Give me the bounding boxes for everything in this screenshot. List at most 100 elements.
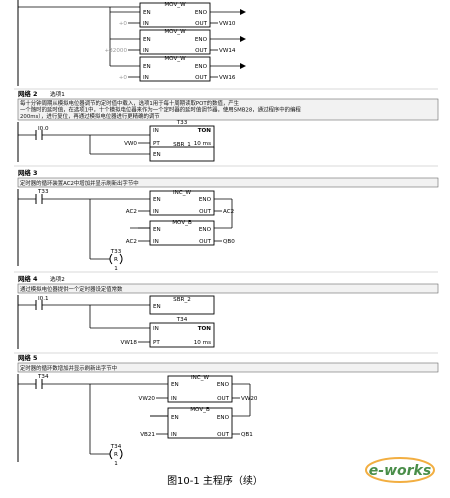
in-pin: IN xyxy=(143,48,149,54)
box-title: MOV_W xyxy=(164,2,186,8)
en-pin: EN xyxy=(153,197,161,203)
network-label: 网络 4 xyxy=(18,274,38,283)
contact-address: T34 xyxy=(37,374,49,380)
sbr-en-pin: EN xyxy=(153,152,161,158)
box-title: MOV_W xyxy=(164,29,186,35)
comment-line-1: 每十分钟周期从模拟电位器调节的定时值中载入，选项1用于每十周期读取POT的数值，… xyxy=(20,99,240,107)
in-pin: IN xyxy=(171,396,177,402)
coil-address: T34 xyxy=(110,444,122,450)
reset-coil[interactable]: T33 R 1 xyxy=(90,249,123,272)
out-value: QB0 xyxy=(223,239,235,245)
reset-coil[interactable]: T34 R 1 xyxy=(90,444,123,467)
eno-pin: ENO xyxy=(199,227,212,233)
timer-resolution: 10 ms xyxy=(194,141,211,147)
in-value: +0 xyxy=(119,21,128,27)
network-label: 网络 5 xyxy=(18,353,37,362)
mov-w-box-2[interactable]: MOV_W EN ENO IN OUT +32000 VW14 xyxy=(105,29,246,55)
network-4[interactable]: 网络 4 选项2 通过模拟电位器提供一个定时器设定值常数 I0.1 SBR_2 … xyxy=(17,274,439,349)
inc-w-box[interactable]: INC_W EN ENO IN OUT AC2 AC2 xyxy=(126,190,234,216)
out-pin: OUT xyxy=(217,432,229,438)
timer-type: TON xyxy=(198,326,212,332)
comment-line: 通过模拟电位器提供一个定时器设定值常数 xyxy=(20,285,123,293)
in-pin: IN xyxy=(153,239,159,245)
out-value: VW10 xyxy=(219,21,236,27)
network-comment-box[interactable] xyxy=(17,362,439,373)
out-pin: OUT xyxy=(195,48,207,54)
en-pin: EN xyxy=(153,227,161,233)
sbr-title: SBR_1 xyxy=(173,142,191,148)
network-title: 选项2 xyxy=(50,275,65,283)
network-label: 网络 3 xyxy=(18,168,37,177)
mov-b-box[interactable]: MOV_B EN ENO IN OUT AC2 QB0 xyxy=(126,220,235,246)
sbr-en-pin: EN xyxy=(153,304,161,310)
eno-pin: ENO xyxy=(217,415,230,421)
network-5[interactable]: 网络 5 定时器的循环数增加并显示刷新出字节中 T34 INC_W EN ENO… xyxy=(17,353,439,467)
box-title: INC_W xyxy=(173,190,192,196)
out-pin: OUT xyxy=(199,209,211,215)
sbr-2-box[interactable] xyxy=(149,295,215,315)
box-title: MOV_B xyxy=(172,220,192,226)
in-value: VB21 xyxy=(140,432,155,438)
in-value: +32000 xyxy=(105,48,128,54)
eno-pin: ENO xyxy=(217,382,230,388)
en-pin: EN xyxy=(143,64,151,70)
coil-count: 1 xyxy=(114,461,118,467)
in-value: VW20 xyxy=(139,396,156,402)
in-pin: IN xyxy=(143,75,149,81)
out-pin: OUT xyxy=(199,239,211,245)
network-label: 网络 2 xyxy=(18,89,37,98)
box-title: MOV_W xyxy=(164,56,186,62)
out-value: AC2 xyxy=(223,209,234,215)
sbr-1-box[interactable] xyxy=(149,146,215,162)
figure-caption: 图10-1 主程序（续） xyxy=(167,474,263,487)
sbr-title: SBR_2 xyxy=(173,297,191,303)
timer-in-pin: IN xyxy=(153,326,159,332)
out-value: VW14 xyxy=(219,48,236,54)
en-pin: EN xyxy=(143,10,151,16)
timer-in-pin: IN xyxy=(153,128,159,134)
contact-address: I0.1 xyxy=(38,296,49,302)
coil-count: 1 xyxy=(114,266,118,272)
box-title: INC_W xyxy=(191,375,210,381)
network-comment-box[interactable] xyxy=(17,177,439,188)
in-value: +0 xyxy=(119,75,128,81)
en-pin: EN xyxy=(171,415,179,421)
out-value: VW20 xyxy=(241,396,258,402)
out-pin: OUT xyxy=(195,75,207,81)
out-pin: OUT xyxy=(195,21,207,27)
out-pin: OUT xyxy=(217,396,229,402)
comment-line: 定时器的循环装置AC2中增加并显示刷新出字节中 xyxy=(20,179,139,187)
inc-w-box[interactable]: INC_W EN ENO IN OUT VW20 VW20 xyxy=(139,375,258,403)
timer-box[interactable] xyxy=(149,322,215,348)
timer-pt-pin: PT xyxy=(153,141,160,147)
in-value: AC2 xyxy=(126,239,137,245)
in-value: AC2 xyxy=(126,209,137,215)
network-2[interactable]: 网络 2 选项1 每十分钟周期从模拟电位器调节的定时值中载入，选项1用于每十周期… xyxy=(17,89,439,162)
eno-pin: ENO xyxy=(199,197,212,203)
e-works-logo: e-works xyxy=(365,457,435,483)
network-comment-box[interactable] xyxy=(17,283,439,294)
coil-address: T33 xyxy=(110,249,122,255)
coil-type: R xyxy=(114,257,118,263)
timer-name: T34 xyxy=(176,317,188,323)
mov-b-box[interactable]: MOV_B EN ENO IN OUT VB21 QB1 xyxy=(140,407,253,439)
comment-line: 定时器的循环数增加并显示刷新出字节中 xyxy=(20,364,117,372)
comment-line-2: 一个随时的延时值，在选项1中，十个模拟电位器来作为一个定时器的延时值调节器，使用… xyxy=(20,106,301,114)
mov-w-box-3[interactable]: MOV_W EN ENO IN OUT +0 VW16 xyxy=(110,56,246,82)
timer-name: T33 xyxy=(176,120,188,126)
timer-resolution: 10 ms xyxy=(194,340,211,346)
eno-pin: ENO xyxy=(195,10,208,16)
eno-pin: ENO xyxy=(195,37,208,43)
timer-pt-value: VW0 xyxy=(124,141,137,147)
network-comment-box[interactable] xyxy=(17,98,439,121)
box-title: MOV_B xyxy=(190,407,210,413)
timer-pt-pin: PT xyxy=(153,340,160,346)
timer-pt-value: VW18 xyxy=(121,340,138,346)
network-3[interactable]: 网络 3 定时器的循环装置AC2中增加并显示刷新出字节中 T33 INC_W E… xyxy=(17,168,439,272)
mov-w-box-1[interactable]: MOV_W EN ENO IN OUT +0 VW10 xyxy=(110,2,246,28)
coil-type: R xyxy=(114,452,118,458)
timer-type: TON xyxy=(198,128,212,134)
in-pin: IN xyxy=(143,21,149,27)
